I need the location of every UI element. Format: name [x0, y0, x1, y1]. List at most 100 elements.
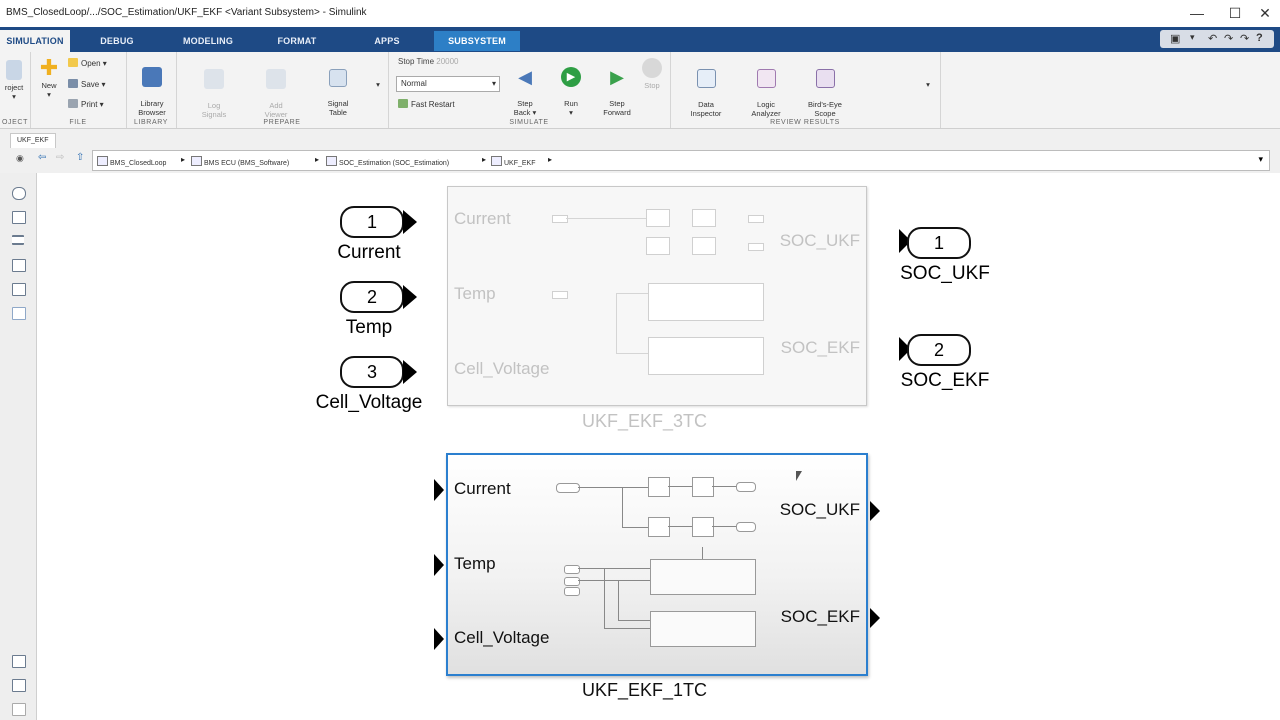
fast-restart-button[interactable]: Fast Restart [398, 99, 455, 109]
breadcrumb-label: SOC_Estimation (SOC_Estimation) [339, 160, 450, 167]
inport-number: 1 [366, 212, 377, 232]
stop-button[interactable]: Stop [638, 58, 666, 90]
breadcrumb-item[interactable]: BMS_ClosedLoop [97, 156, 166, 167]
fit-to-view-icon[interactable] [12, 211, 26, 224]
stop-time-text: Stop Time [398, 57, 435, 66]
inport-cell-voltage[interactable]: 3 [340, 356, 404, 388]
variant-subsystem-1tc[interactable]: Current Temp Cell_Voltage SOC_UKF SOC_EK… [434, 453, 880, 676]
forward-icon[interactable]: ⇨ [56, 152, 65, 163]
birds-eye-scope-button[interactable]: Bird's-Eye Scope [800, 60, 850, 118]
print-button[interactable]: Print ▾ [68, 99, 104, 109]
window-title: BMS_ClosedLoop/.../SOC_Estimation/UKF_EK… [6, 7, 367, 18]
save-icon [68, 79, 78, 88]
group-label-prepare: PREPARE [263, 119, 301, 126]
variant-subsystem-icon [491, 156, 502, 166]
model-canvas[interactable]: 1 Current 2 Temp 3 Cell_Voltage 1 SOC_UK… [37, 173, 1280, 720]
mini-block [648, 517, 670, 537]
simulation-mode-value: Normal [401, 79, 427, 88]
signal-table-button[interactable]: Signal Table [316, 60, 360, 117]
model-browser-icon[interactable] [12, 679, 26, 692]
inport-number: 3 [366, 362, 377, 382]
tab-subsystem[interactable]: SUBSYSTEM [434, 31, 520, 51]
breadcrumb-item[interactable]: SOC_Estimation (SOC_Estimation) [326, 156, 449, 167]
fast-restart-label: Fast Restart [411, 100, 455, 109]
simulation-mode-select[interactable]: Normal ▾ [396, 76, 500, 92]
inport-label: Cell_Voltage [315, 392, 423, 413]
logic-analyzer-icon [756, 69, 776, 88]
image-icon[interactable] [12, 283, 26, 296]
simulate-group: Stop Time 20000 Normal ▾ Fast Restart ◀ … [388, 52, 671, 128]
hide-browser-icon[interactable]: ◉ [16, 153, 24, 163]
mini-block [736, 482, 756, 492]
port-arrow-icon [403, 360, 417, 384]
birds-eye-scope-icon [815, 69, 835, 88]
zoom-icon[interactable] [12, 187, 26, 200]
variant-subsystem-3tc[interactable]: Current Temp Cell_Voltage SOC_UKF SOC_EK… [447, 186, 867, 406]
port-arrow-icon [403, 210, 417, 234]
mini-block [692, 209, 716, 227]
step-back-icon: ◀ [518, 67, 532, 87]
outport-soc-ekf[interactable]: 2 [907, 334, 971, 366]
model-tab[interactable]: UKF_EKF [10, 133, 56, 148]
breadcrumb-separator-icon: ▸ [482, 155, 487, 164]
outport-soc-ukf[interactable]: 1 [907, 227, 971, 259]
stop-time-value[interactable]: 20000 [436, 57, 459, 66]
inport-temp[interactable]: 2 [340, 281, 404, 313]
subsystem-icon [326, 156, 337, 166]
annotation-icon[interactable] [12, 259, 26, 272]
step-forward-icon: ▶ [610, 67, 624, 87]
breadcrumb-label: UKF_EKF [504, 160, 536, 167]
open-label: Open [81, 59, 101, 68]
group-label-simulate: SIMULATE [509, 119, 549, 126]
save-icon[interactable]: ▣ [1170, 33, 1181, 45]
save-label: Save [81, 80, 100, 89]
tab-modeling[interactable]: MODELING [182, 36, 234, 46]
chevron-down-icon[interactable]: ▾ [1258, 154, 1263, 164]
log-signals-button[interactable]: Log Signals [192, 60, 236, 119]
step-forward-button[interactable]: ▶ Step Forward [598, 58, 636, 117]
save-button[interactable]: Save ▾ [68, 79, 105, 89]
mini-block [736, 522, 756, 532]
mini-line [616, 353, 648, 354]
tab-debug[interactable]: DEBUG [100, 36, 134, 46]
redo-icon[interactable]: ↷ [1224, 33, 1234, 45]
mini-line [618, 620, 650, 621]
output-port-icon [870, 501, 880, 521]
run-button[interactable]: ▶ Run▾ [554, 58, 588, 117]
project-button[interactable]: roject▾ [0, 60, 28, 101]
mini-line [616, 293, 648, 294]
minimize-button[interactable]: — [1190, 5, 1204, 21]
collapse-icon[interactable] [12, 703, 26, 716]
area-icon[interactable] [12, 307, 26, 320]
tab-format[interactable]: FORMAT [277, 36, 317, 46]
open-button[interactable]: Open ▾ [68, 58, 107, 68]
up-icon[interactable]: ⇧ [76, 152, 85, 163]
inport-current[interactable]: 1 [340, 206, 404, 238]
maximize-button[interactable]: ☐ [1228, 5, 1242, 21]
run-icon: ▶ [561, 67, 581, 87]
help-icon[interactable]: ? [1256, 32, 1263, 44]
step-back-button[interactable]: ◀ Step Back ▾ [513, 67, 537, 117]
port-arrow-icon [403, 285, 417, 309]
ribbon-tab-bar: SIMULATION DEBUG MODELING FORMAT APPS SU… [0, 27, 1280, 52]
tab-apps[interactable]: APPS [374, 36, 400, 46]
back-icon[interactable]: ⇦ [38, 152, 47, 163]
add-viewer-button[interactable]: Add Viewer [254, 60, 298, 119]
logic-analyzer-button[interactable]: Logic Analyzer [742, 60, 790, 118]
new-button[interactable]: ✚ New▾ [39, 55, 59, 100]
redo-icon[interactable]: ↷ [1240, 33, 1250, 45]
data-inspector-button[interactable]: Data Inspector [682, 60, 730, 118]
arrow-icon[interactable] [12, 235, 24, 245]
group-label-review-results: REVIEW RESULTS [770, 119, 840, 126]
tab-simulation[interactable]: SIMULATION [0, 30, 70, 52]
library-browser-button[interactable]: Library Browser [130, 58, 174, 117]
breadcrumb-item[interactable]: BMS ECU (BMS_Software) [191, 156, 289, 167]
screenshot-icon[interactable] [12, 655, 26, 668]
undo-icon[interactable]: ↶ [1208, 33, 1218, 45]
toolbar-dropdown-icon[interactable]: ▾ [1190, 32, 1195, 42]
mini-block [564, 587, 580, 596]
close-button[interactable]: ✕ [1259, 5, 1271, 21]
review-expand-button[interactable]: ▾ [926, 80, 930, 89]
prepare-expand-button[interactable]: ▾ [376, 80, 380, 89]
breadcrumb-item[interactable]: UKF_EKF [491, 156, 536, 167]
